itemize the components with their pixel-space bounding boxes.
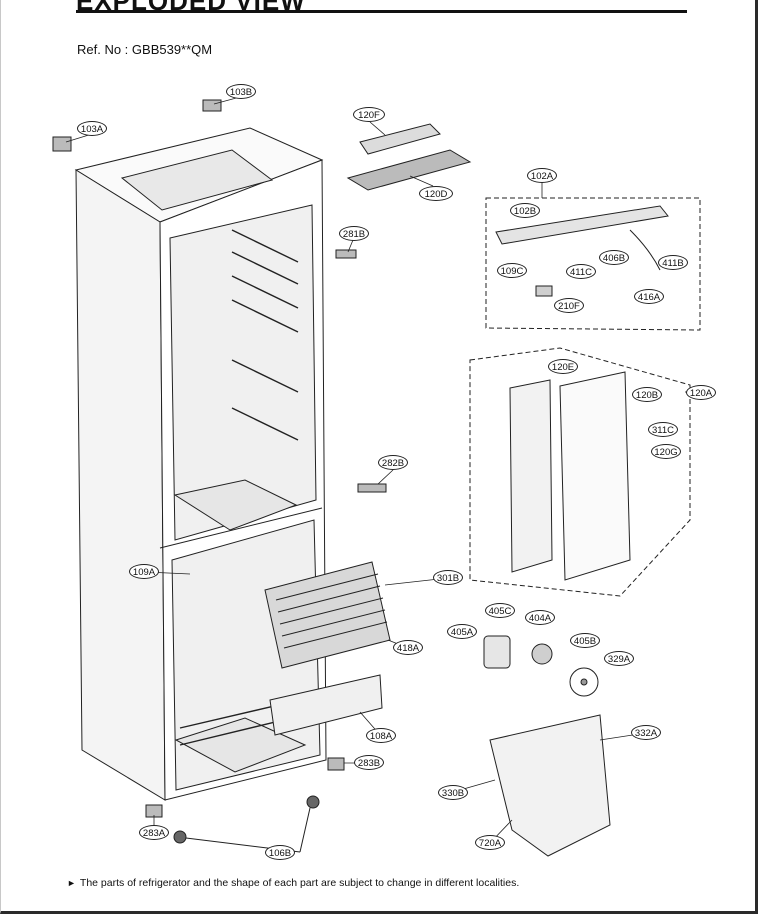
callout-210f: 210F <box>554 298 584 313</box>
part-103b <box>202 99 222 112</box>
bracket-282b <box>357 483 387 493</box>
callout-301b: 301B <box>433 570 463 585</box>
bracket-281b <box>335 249 357 259</box>
callout-404a: 404A <box>525 610 555 625</box>
callout-120b: 120B <box>632 387 662 402</box>
callout-283a: 283A <box>139 825 169 840</box>
callout-120d: 120D <box>419 186 453 201</box>
callout-102a: 102A <box>527 168 557 183</box>
callout-330b: 330B <box>438 785 468 800</box>
callout-120a: 120A <box>686 385 716 400</box>
cover-120f <box>359 123 441 155</box>
callout-405b: 405B <box>570 633 600 648</box>
drawer-108a <box>269 674 383 736</box>
harness-411b <box>629 229 661 271</box>
foot-right <box>306 795 320 809</box>
evaporator-301b <box>264 561 391 669</box>
callout-311c: 311C <box>648 422 678 437</box>
callout-106b: 106B <box>265 845 295 860</box>
reference-number: Ref. No : GBB539**QM <box>77 42 213 57</box>
callout-282b: 282B <box>378 455 408 470</box>
triangle-bullet-icon: ► <box>67 878 76 888</box>
cover-405a <box>483 635 511 669</box>
callout-281b: 281B <box>339 226 369 241</box>
callout-120e: 120E <box>548 359 578 374</box>
callout-411c: 411C <box>566 264 596 279</box>
footnote: ►The parts of refrigerator and the shape… <box>67 877 519 889</box>
callout-411b: 411B <box>658 255 688 270</box>
part-103a <box>52 136 72 152</box>
header-rule <box>76 10 687 13</box>
callout-109c: 109C <box>497 263 527 278</box>
bracket-283b <box>327 757 345 771</box>
callout-720a: 720A <box>475 835 505 850</box>
fan-329a <box>569 667 599 697</box>
callout-329a: 329A <box>604 651 634 666</box>
callout-109a: 109A <box>129 564 159 579</box>
callout-103b: 103B <box>226 84 256 99</box>
callout-103a: 103A <box>77 121 107 136</box>
callout-416a: 416A <box>634 289 664 304</box>
cover-120d <box>346 149 472 191</box>
group-120a-outline <box>469 347 691 597</box>
part-102b <box>495 205 669 245</box>
cover-120b <box>559 371 631 581</box>
callout-332a: 332A <box>631 725 661 740</box>
callout-418a: 418A <box>393 640 423 655</box>
callout-102b: 102B <box>510 203 540 218</box>
callout-406b: 406B <box>599 250 629 265</box>
callout-120g: 120G <box>651 444 681 459</box>
top-control-box <box>120 149 274 211</box>
callout-405c: 405C <box>485 603 515 618</box>
duct-332a <box>489 714 611 857</box>
part-210f <box>535 285 553 297</box>
foot-left <box>173 830 187 844</box>
callout-108a: 108A <box>366 728 396 743</box>
callout-283b: 283B <box>354 755 384 770</box>
motor-404a <box>531 643 553 665</box>
callout-120f: 120F <box>353 107 385 122</box>
cabinet-body <box>74 127 327 801</box>
callout-405a: 405A <box>447 624 477 639</box>
group-102a-outline <box>485 197 701 331</box>
footnote-text: The parts of refrigerator and the shape … <box>79 877 520 889</box>
duct-120e <box>509 379 553 573</box>
